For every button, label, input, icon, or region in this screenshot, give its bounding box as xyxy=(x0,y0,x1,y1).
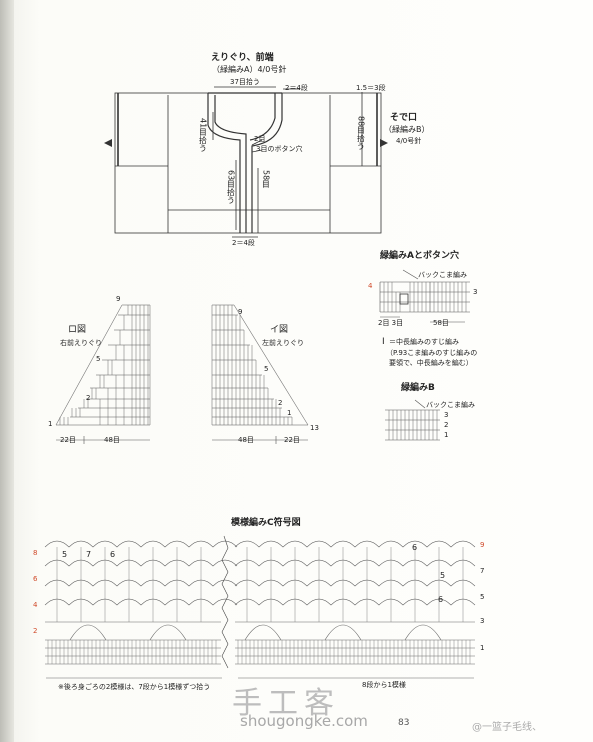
ro-row-5: 5 xyxy=(96,355,101,363)
rows-1-5-3-label: 1.5＝3段 xyxy=(356,84,386,92)
page-number: 83 xyxy=(398,718,410,728)
rows-2-4-top-label: 2＝4段 xyxy=(285,84,308,92)
lace-right-row-7: 7 xyxy=(480,567,485,575)
lace-chart-title: 模様編みC符号図 xyxy=(231,518,301,528)
watermark-logo: 手工客 xyxy=(232,686,340,721)
panel-b-row2: 2 xyxy=(444,421,449,429)
panel-a-count58: 58目 xyxy=(433,319,449,327)
ro-row-1: 1 xyxy=(48,420,53,428)
panel-a-title: 緑編みAとボタン穴 xyxy=(380,251,459,261)
lace-left-row-8: 8 xyxy=(33,549,38,557)
watermark-url: shougongke.com xyxy=(240,712,368,730)
i-row-9: 9 xyxy=(238,308,243,316)
i-row-2: 2 xyxy=(278,399,283,407)
pick-41-label: 41目拾う xyxy=(198,118,208,153)
panel-b-row3: 3 xyxy=(444,411,449,419)
lace-arch-label: 7 xyxy=(86,550,92,559)
i-chart-strokes xyxy=(211,304,309,444)
lace-arch-label: 6 xyxy=(438,595,444,604)
buttonhole-label: 3目のボタン穴 xyxy=(256,145,303,153)
panel-b-strokes xyxy=(385,399,440,441)
lace-left-row-2: 2 xyxy=(33,627,38,635)
panel-a-row3: 3 xyxy=(473,288,478,296)
panel-a-legend-3: 要領で、中長編みを編む） xyxy=(389,359,473,367)
ro-stitch-ticks xyxy=(59,305,149,425)
lace-note-right: 8段から1模様 xyxy=(362,681,406,689)
panel-a-legend-2: （P.93こま編みのすじ編みの xyxy=(386,349,478,357)
rows-2-4-bottom-label: 2＝4段 xyxy=(232,239,255,247)
lace-right-row-1: 1 xyxy=(480,644,485,652)
lace-left-row-4: 4 xyxy=(33,601,38,609)
lace-left-row-6: 6 xyxy=(33,575,38,583)
i-row-5: 5 xyxy=(264,365,269,373)
lace-note-left: ※後ろ身ごろの2模様は、7段から1模様ずつ拾う xyxy=(58,683,211,691)
panel-a-back-label: バックこま編み xyxy=(418,271,467,279)
lace-right-row-5: 5 xyxy=(480,593,485,601)
panel-a-legend-symbol: I xyxy=(382,337,385,347)
panel-b-title: 緑編みB xyxy=(401,383,435,393)
panel-a-strokes xyxy=(379,269,470,323)
i-row-13: 13 xyxy=(310,424,319,432)
sleeve-title: そで口 xyxy=(390,113,418,123)
lace-chart-strokes xyxy=(44,535,476,679)
i-count-22: 22目 xyxy=(284,436,300,444)
panel-b-row1: 1 xyxy=(444,431,449,439)
lace-arch-label: 6 xyxy=(412,543,418,552)
ro-row-2: 2 xyxy=(86,394,91,402)
lace-arch-label: 5 xyxy=(440,571,446,580)
neckband-title: えりぐり、前端 xyxy=(211,53,274,63)
neckband-subtitle: （緑編みA）4/0号針 xyxy=(212,65,287,74)
i-row-1: 1 xyxy=(287,409,292,417)
count-58-label: 58目 xyxy=(261,170,271,189)
lace-right-row-9: 9 xyxy=(480,541,485,549)
panel-b-back-label: バックこま編み xyxy=(426,401,475,409)
ro-title: ロ図 xyxy=(68,325,87,335)
sleeve-subtitle: （緑編みB） xyxy=(384,125,430,134)
two-stitch-label: 2目 xyxy=(254,135,266,143)
pick-88-label: 88目拾う xyxy=(356,116,366,151)
weibo-handle: @一篮子毛线、 xyxy=(472,722,542,733)
ro-subtitle: 右前えりぐり xyxy=(60,339,102,347)
ro-count-48: 48目 xyxy=(104,436,120,444)
panel-a-row4: 4 xyxy=(368,282,373,290)
panel-a-legend-1: ＝中長編みのすじ編み xyxy=(389,338,459,346)
pick-63-label: 63目拾う xyxy=(226,170,236,205)
book-spine xyxy=(0,0,14,742)
lace-arch-label: 5 xyxy=(62,550,68,559)
ro-count-22: 22目 xyxy=(60,436,76,444)
i-title: イ図 xyxy=(270,325,289,335)
i-count-48: 48目 xyxy=(238,436,254,444)
panel-a-left-counts: 2目 3目 xyxy=(378,319,404,327)
garment-body-outline xyxy=(114,92,382,234)
ro-row-9: 9 xyxy=(116,295,121,303)
lace-right-row-3: 3 xyxy=(480,617,485,625)
sleeve-needle: 4/0号針 xyxy=(396,137,422,145)
i-stitch-ticks xyxy=(215,305,293,425)
pick-37-label: 37目拾う xyxy=(230,78,260,86)
lace-arch-label: 6 xyxy=(110,550,116,559)
i-subtitle: 左前えりぐり xyxy=(262,339,304,347)
